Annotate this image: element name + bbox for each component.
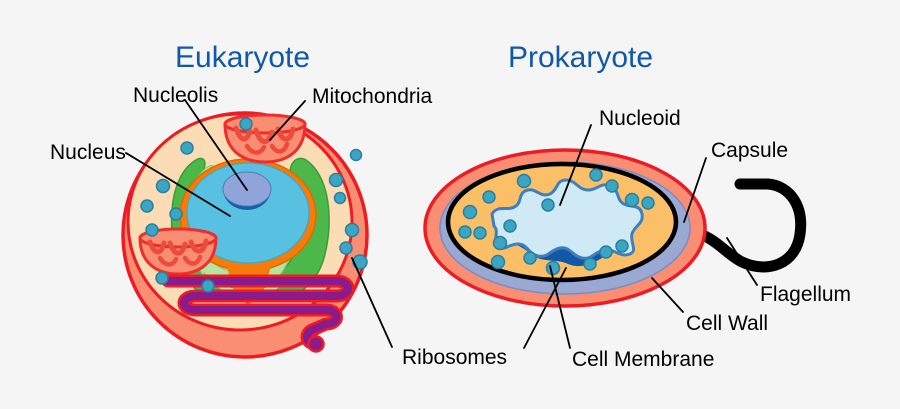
endoplasmic-reticulum: [161, 274, 355, 353]
prokaryote-title: Prokaryote: [508, 41, 653, 74]
prokaryote-cell-figure: [423, 148, 807, 308]
leader-lines: [125, 99, 758, 349]
label-nucleoid: Nucleoid: [599, 107, 681, 130]
label-nucleolis: Nucleolis: [133, 84, 218, 107]
label-cell-membrane: Cell Membrane: [572, 348, 714, 371]
eukaryote-cell-figure: [121, 111, 369, 359]
ribosomes-prokaryote: [458, 168, 655, 276]
eukaryote-title: Eukaryote: [175, 41, 310, 74]
label-nucleus: Nucleus: [50, 141, 126, 164]
mitochondrion-top: [223, 113, 307, 164]
leader-nucleoid: [559, 124, 592, 206]
ribosomes-eukaryote: [140, 117, 368, 293]
leader-mitochondria: [269, 100, 306, 141]
leader-nucleus: [125, 152, 231, 217]
label-flagellum: Flagellum: [760, 283, 851, 306]
label-ribosomes: Ribosomes: [402, 346, 507, 369]
leader-flagellum: [726, 237, 758, 286]
label-mitochondria: Mitochondria: [312, 85, 433, 108]
label-cell-wall: Cell Wall: [686, 312, 768, 335]
leader-capsule: [683, 157, 707, 223]
flagellum-shape: [672, 178, 807, 273]
leader-ribosomes-eukaryote: [351, 257, 393, 348]
leader-cell-membrane: [549, 265, 571, 349]
leader-nucleolis: [184, 99, 248, 191]
leader-cell-wall: [651, 277, 684, 313]
mitochondrion-left: [138, 227, 218, 276]
label-capsule: Capsule: [711, 139, 788, 162]
leader-ribosomes-prokaryote: [523, 267, 567, 349]
